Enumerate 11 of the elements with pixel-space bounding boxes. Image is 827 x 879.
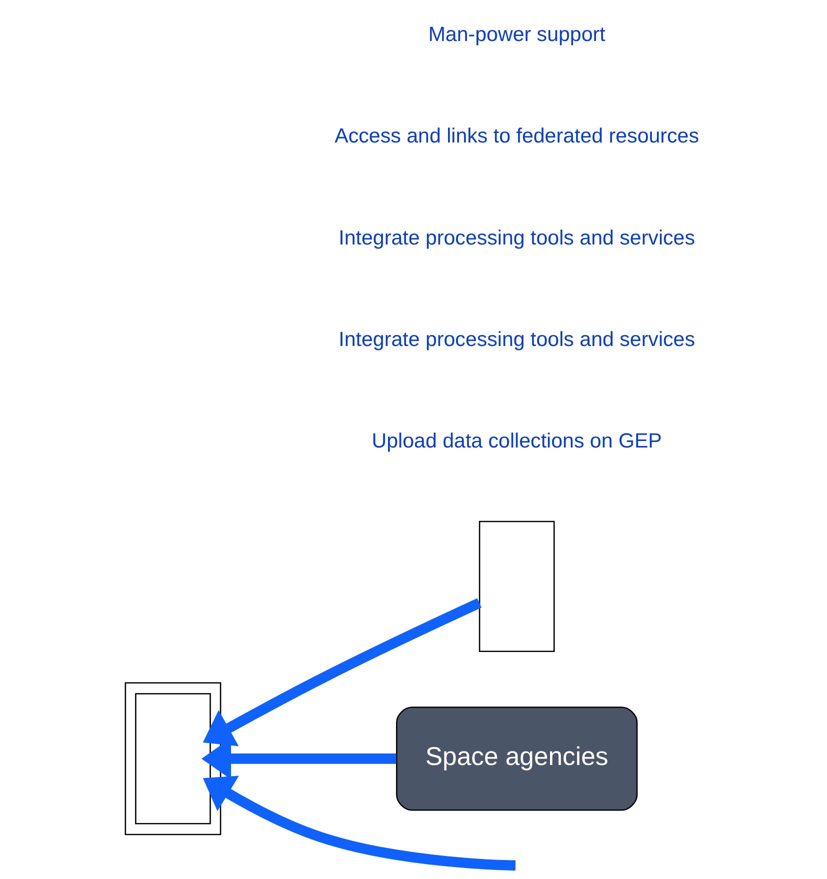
cluster [124,682,221,836]
node-box: Space agencies [396,706,638,811]
label: Man-power support [428,23,605,46]
label: Integrate processing tools and services [338,226,695,250]
arrow [202,598,482,746]
label: Access and links to federated resources [334,124,698,148]
node-box [478,520,554,652]
label: Integrate processing tools and services [338,328,695,351]
label: Upload data collections on GEP [371,429,662,452]
arrow [202,776,516,871]
node-box [134,693,210,824]
